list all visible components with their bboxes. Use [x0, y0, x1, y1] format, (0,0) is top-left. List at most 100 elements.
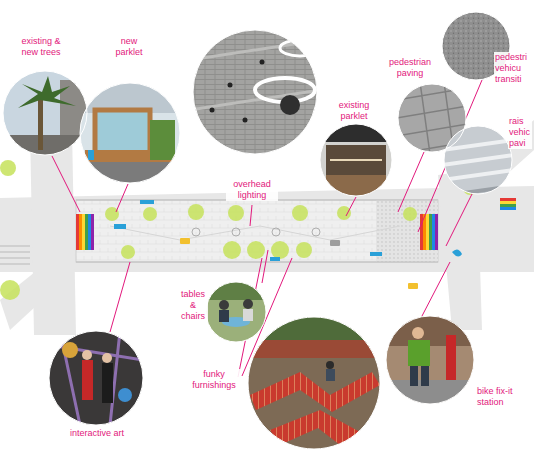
interactive-art-photo: [49, 331, 143, 425]
photo-rims-part: [398, 84, 466, 152]
new-parklet-photo-part: [150, 120, 175, 160]
light-poles-part: [232, 228, 240, 236]
overhead-lighting-photo-part: [260, 60, 265, 65]
funky-furnishings-photo-part: [246, 340, 382, 358]
tables-chairs-photo-part: [219, 310, 229, 322]
callout-label: existing & new trees: [16, 36, 66, 58]
rainbow-crosswalk-part: [420, 214, 423, 250]
bike-fixit-photo-part: [386, 316, 474, 404]
trees-part: [296, 242, 312, 258]
rainbow-crosswalk-part: [432, 214, 435, 250]
leader-lines-part: [422, 262, 450, 316]
cars-and-parklets-part: [370, 252, 382, 256]
photo-rims-part: [193, 30, 317, 154]
funky-furnishings-photo: [246, 315, 382, 451]
leader-lines-part: [116, 184, 128, 212]
interactive-art-photo-part: [49, 331, 143, 425]
callout-label: overhead lighting: [226, 179, 278, 201]
leader-lines-part: [398, 152, 424, 212]
tables-chairs-photo-part: [204, 280, 268, 344]
existing-parklet-photo-part: [330, 159, 382, 161]
callout-label: tables & chairs: [178, 289, 208, 322]
rainbow-crosswalk-part: [79, 214, 82, 250]
interactive-art-photo-part: [118, 388, 132, 402]
new-parklet-photo-part: [88, 150, 94, 160]
trees-photo-part: [0, 70, 90, 160]
existing-parklet-photo-part: [318, 122, 394, 142]
light-poles-part: [192, 228, 200, 236]
trees-part: [143, 207, 157, 221]
trees-part: [403, 207, 417, 221]
overhead-lighting-photo-part: [280, 95, 300, 115]
funky-furnishings-photo-part: [270, 410, 360, 445]
raised-paving-photo-part: [442, 124, 514, 196]
bike-fixit-photo-part: [410, 366, 418, 386]
existing-parklet-photo-part: [326, 145, 386, 175]
interactive-art-photo-part: [49, 331, 143, 425]
callout-label: funky furnishings: [188, 369, 240, 391]
rainbow-crosswalk-part: [82, 214, 85, 250]
callout-label: existing parklet: [330, 100, 378, 122]
photo-rims-part: [206, 282, 266, 342]
trees-photo-part: [0, 135, 90, 160]
rainbow-crosswalk-part: [85, 214, 88, 250]
cars-and-parklets-part: [114, 224, 126, 229]
cars-and-parklets: [114, 200, 462, 289]
cars-and-parklets-part: [330, 240, 340, 246]
tables-chairs-photo: [204, 280, 268, 344]
cars-and-parklets-part: [180, 238, 190, 244]
rainbow-crosswalk-part: [500, 198, 516, 201]
cars-and-parklets-part: [270, 257, 280, 261]
light-poles: [192, 228, 320, 236]
callout-label: rais vehic pavi: [508, 116, 532, 149]
overhead-lighting-photo-part: [190, 28, 320, 158]
interactive-art-photo-part: [102, 353, 112, 363]
funky-furnishings-photo-part: [326, 361, 334, 369]
street-plan-part: [0, 268, 62, 330]
callout-label: bike fix-it station: [476, 386, 516, 408]
photo-rims: [3, 12, 512, 449]
leader-lines-part: [250, 205, 252, 226]
bike-fixit-photo-part: [412, 327, 424, 339]
leader-lines-part: [52, 156, 80, 212]
street-plan-part: [76, 200, 438, 262]
bike-fixit-photo-part: [408, 340, 430, 366]
leader-lines-part: [110, 262, 130, 332]
leader-lines-part: [262, 250, 268, 283]
rainbow-crosswalk-part: [500, 207, 516, 210]
trees-part: [121, 245, 135, 259]
interactive-art-photo-part: [82, 360, 93, 400]
trees-part: [0, 280, 20, 300]
callout-label: pedestrian paving: [384, 57, 436, 79]
raised-paving-photo-part: [442, 140, 514, 180]
bike-fixit-photo-part: [446, 335, 456, 380]
rainbow-crosswalk: [76, 198, 516, 250]
leader-lines-part: [346, 197, 356, 216]
overhead-lighting-photo-part: [210, 108, 215, 113]
rainbow-crosswalk-part: [88, 214, 91, 250]
trees-part: [223, 241, 241, 259]
raised-paving-photo: [442, 124, 514, 196]
trees-part: [337, 206, 351, 220]
overhead-lighting-photo-part: [280, 40, 320, 56]
overhead-lighting-photo-part: [228, 83, 233, 88]
photo-rims-part: [444, 126, 512, 194]
photo-rims-part: [320, 124, 392, 196]
tables-chairs-photo-part: [204, 280, 268, 300]
trees-part: [292, 205, 308, 221]
existing-parklet-photo: [318, 122, 394, 200]
photo-rims-part: [49, 331, 143, 425]
street-plan-part: [0, 246, 30, 264]
trees-photo-part: [38, 100, 43, 150]
street-plan-part: [76, 200, 438, 262]
bike-fixit-photo: [386, 316, 474, 404]
tables-chairs-photo-part: [219, 300, 229, 310]
photo-rims-part: [248, 317, 380, 449]
rainbow-crosswalk-part: [500, 204, 516, 207]
trees-part: [271, 241, 289, 259]
trees: [0, 160, 477, 300]
rainbow-crosswalk-part: [429, 214, 432, 250]
interactive-art-photo-part: [82, 350, 92, 360]
